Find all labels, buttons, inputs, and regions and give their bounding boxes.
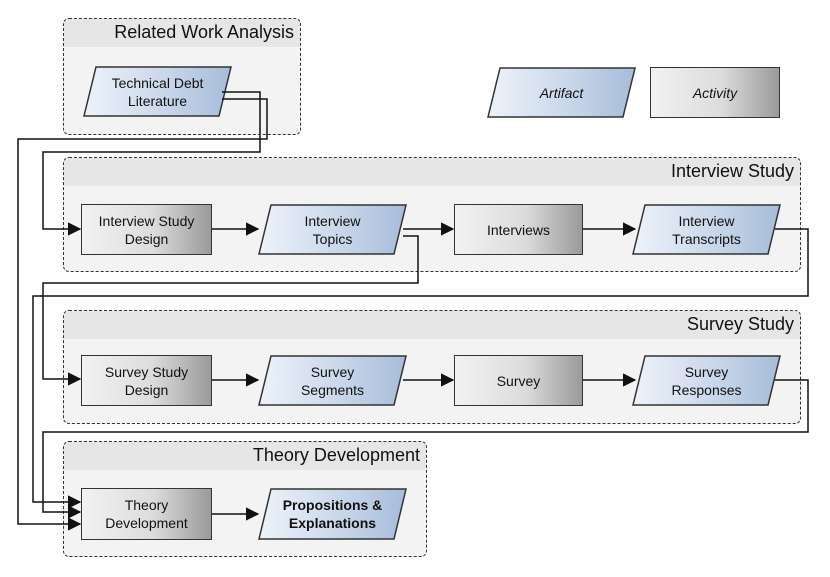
node-interview-study-design: Interview Study Design: [81, 204, 212, 255]
group-title: Survey Study: [686, 314, 794, 334]
legend-activity: Activity: [650, 67, 780, 118]
node-survey-responses: Survey Responses: [632, 355, 781, 406]
node-propositions-explanations: Propositions & Explanations: [258, 488, 407, 540]
node-technical-debt-literature: Technical Debt Literature: [83, 66, 232, 117]
node-interview-topics: Interview Topics: [258, 204, 407, 255]
group-title: Theory Development: [252, 445, 420, 465]
node-survey-study-design: Survey Study Design: [81, 355, 212, 406]
group-title: Related Work Analysis: [114, 22, 294, 42]
legend-artifact: Artifact: [487, 67, 636, 118]
node-survey-segments: Survey Segments: [258, 355, 407, 406]
node-survey: Survey: [454, 355, 583, 406]
group-title: Interview Study: [670, 161, 794, 181]
node-theory-development: Theory Development: [81, 488, 212, 540]
node-interviews: Interviews: [454, 204, 583, 255]
node-interview-transcripts: Interview Transcripts: [632, 204, 781, 255]
